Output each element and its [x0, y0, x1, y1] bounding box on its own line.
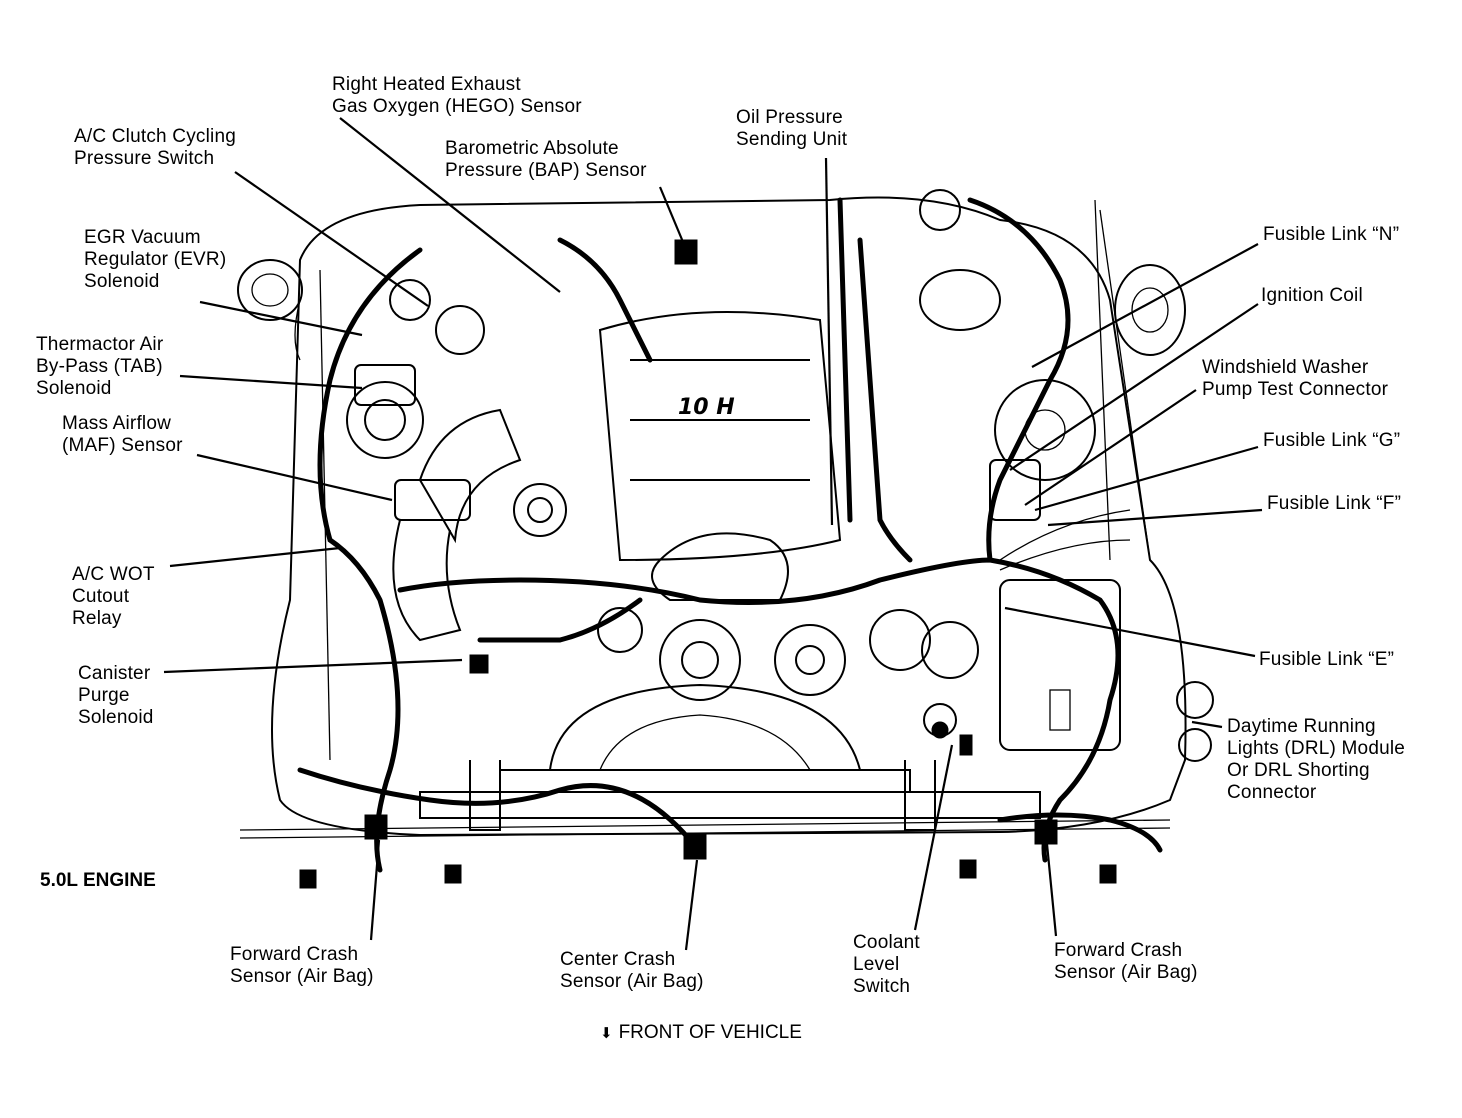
front-of-vehicle-text: FRONT OF VEHICLE	[618, 1022, 802, 1043]
wiring-harness	[297, 197, 1163, 873]
forward-crash-sensor-right-label: Forward Crash Sensor (Air Bag)	[1054, 940, 1198, 983]
ac-clutch-cycling-switch-label: A/C Clutch Cycling Pressure Switch	[74, 126, 236, 169]
svg-text:10 H: 10 H	[678, 395, 735, 420]
left-firewall-components	[237, 259, 485, 459]
maf-sensor-label: Mass Airflow (MAF) Sensor	[62, 413, 183, 456]
engine-pulleys	[597, 607, 979, 737]
arrow-down-icon: ⬇	[600, 1025, 613, 1042]
engine-bay-outline	[271, 196, 1187, 837]
bap-sensor-label: Barometric Absolute Pressure (BAP) Senso…	[445, 138, 647, 181]
sensor-connectors	[299, 239, 1214, 889]
evr-solenoid-label: EGR Vacuum Regulator (EVR) Solenoid	[84, 227, 227, 292]
oil-pressure-sending-unit-label: Oil Pressure Sending Unit	[736, 107, 848, 150]
intake-manifold: 10 H	[598, 311, 842, 601]
forward-crash-sensor-left-label: Forward Crash Sensor (Air Bag)	[230, 944, 374, 987]
right-firewall-components	[919, 189, 1186, 751]
center-crash-sensor-label: Center Crash Sensor (Air Bag)	[560, 949, 704, 992]
hego-sensor-label: Right Heated Exhaust Gas Oxygen (HEGO) S…	[332, 74, 582, 117]
fusible-link-n-label: Fusible Link “N”	[1263, 224, 1400, 245]
leader-lines	[163, 117, 1263, 951]
drl-module-label: Daytime Running Lights (DRL) Module Or D…	[1227, 716, 1406, 803]
front-of-vehicle-note: ⬇ FRONT OF VEHICLE	[600, 1022, 802, 1044]
ac-wot-cutout-relay-label: A/C WOT Cutout Relay	[72, 564, 155, 629]
radiator-support	[239, 683, 1171, 839]
canister-purge-solenoid-label: Canister Purge Solenoid	[78, 663, 154, 728]
fusible-link-f-label: Fusible Link “F”	[1267, 493, 1402, 514]
diagram-title: 5.0L ENGINE	[40, 870, 156, 891]
fusible-link-e-label: Fusible Link “E”	[1259, 649, 1395, 670]
ignition-coil-label: Ignition Coil	[1261, 285, 1363, 306]
windshield-washer-connector-label: Windshield Washer Pump Test Connector	[1202, 357, 1389, 400]
coolant-level-switch-label: Coolant Level Switch	[853, 932, 920, 997]
tab-solenoid-label: Thermactor Air By-Pass (TAB) Solenoid	[36, 334, 164, 399]
fusible-link-g-label: Fusible Link “G”	[1263, 430, 1401, 451]
air-intake-duct	[392, 408, 567, 642]
